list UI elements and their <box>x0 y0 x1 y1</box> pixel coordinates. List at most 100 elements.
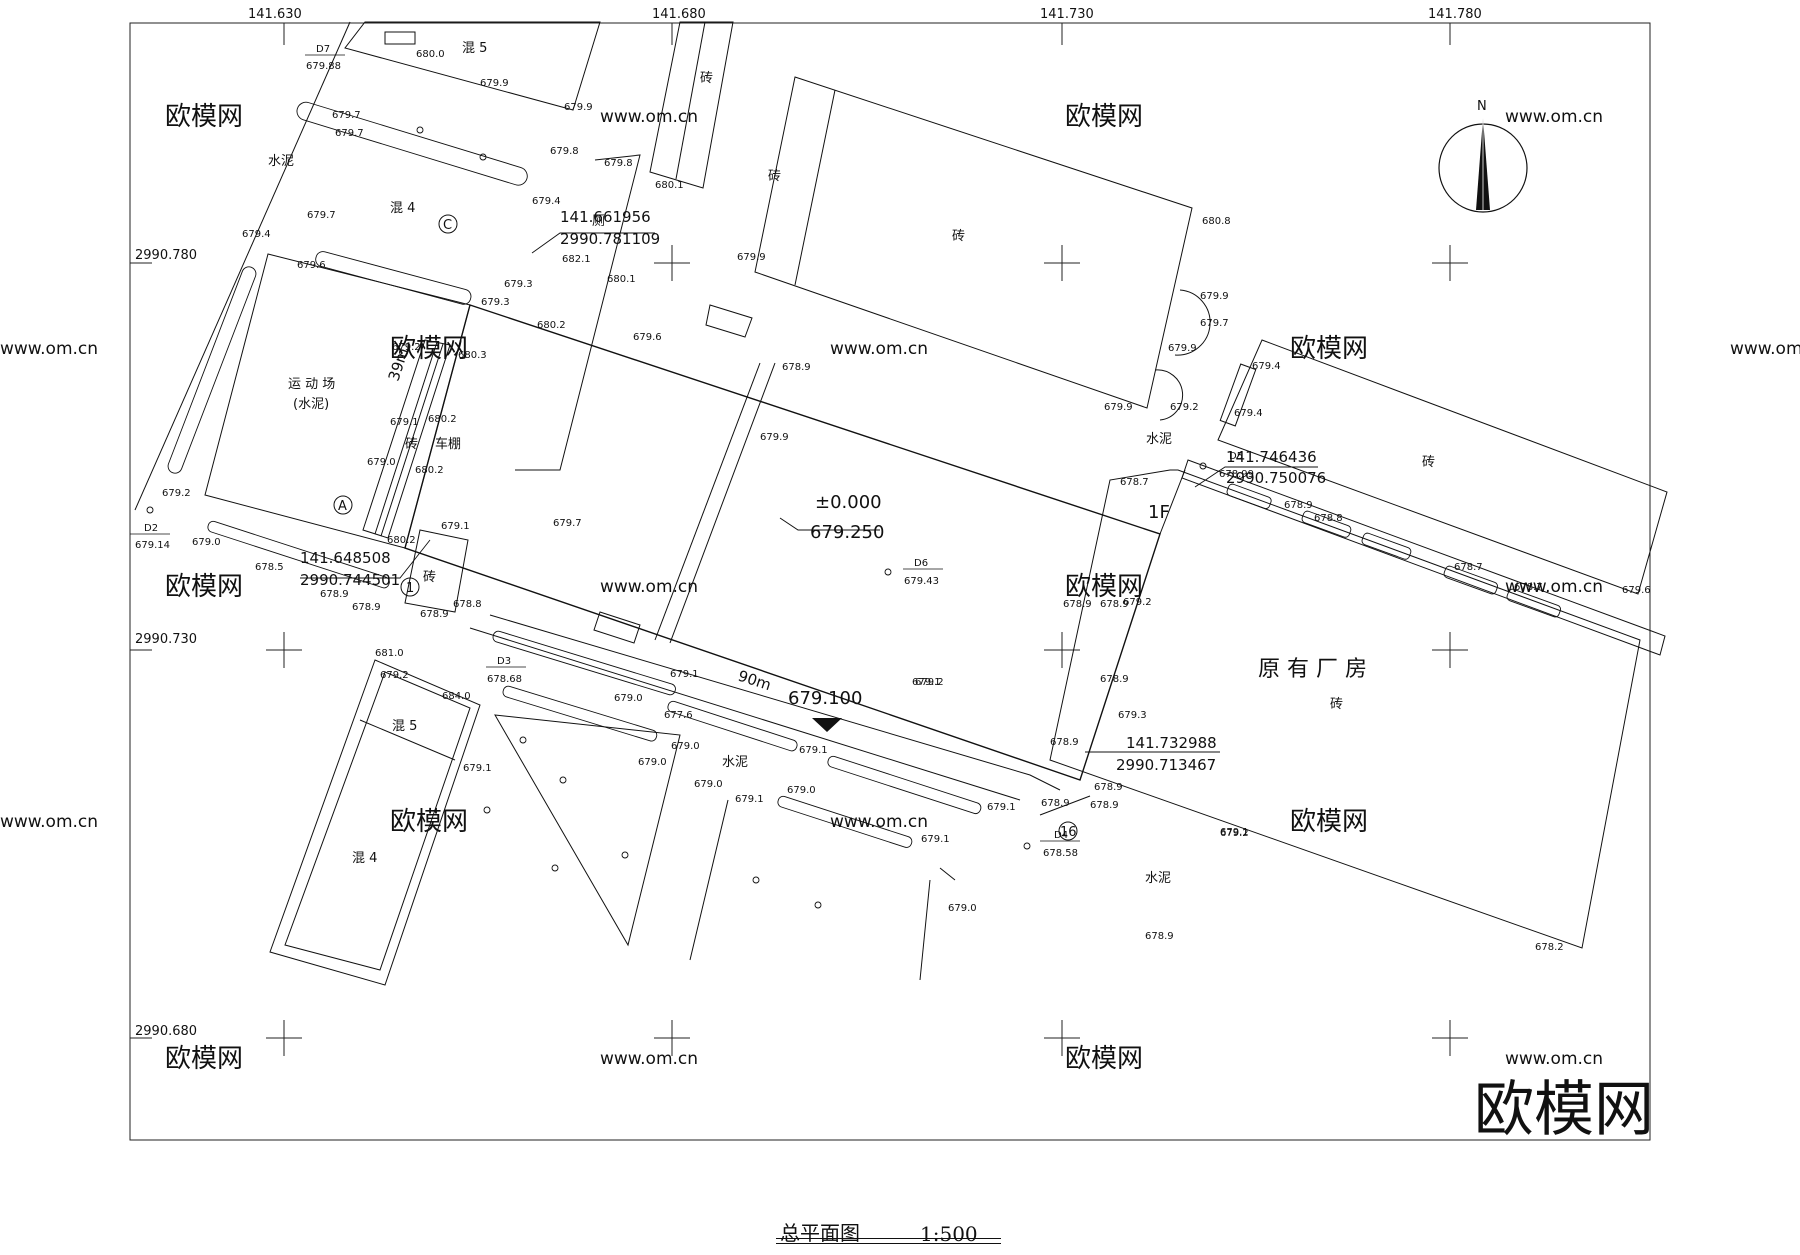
grid-ticks <box>130 23 1451 1039</box>
watermark-text: 欧模网 <box>1065 1044 1143 1074</box>
spot-elevation: 679.9 <box>480 78 509 89</box>
drawing-title-block: 总平面图 1:500 <box>780 1210 1005 1246</box>
spot-elevation: 679.7 <box>307 210 336 221</box>
label-cement-mid: 水泥 <box>1146 432 1172 447</box>
corner-coord-x: 141.746436 <box>1226 448 1317 466</box>
benchmark-elevation: 679.43 <box>904 576 939 587</box>
spot-elevation: 679.7 <box>332 110 361 121</box>
spot-elevation: 679.2 <box>162 488 191 499</box>
label-cement-bottom: 水泥 <box>1145 871 1171 886</box>
spot-elevation: 678.9 <box>320 589 349 600</box>
watermark-url: www.om.cn <box>0 339 98 359</box>
watermark-url: www.om.cn <box>830 812 928 832</box>
ground-level-marker-icon <box>812 718 842 732</box>
spot-elevation: 677.6 <box>664 710 693 721</box>
spot-elevation: 680.1 <box>607 274 636 285</box>
grid-crosses <box>266 245 1468 1056</box>
label-hun4-top: 混 4 <box>390 201 415 216</box>
grid-labels: 141.630 141.680 141.730 141.780 2990.780… <box>135 7 1482 1039</box>
watermark-text: 欧模网 <box>1065 572 1143 602</box>
spot-elevation: 679.7 <box>1200 318 1229 329</box>
spot-elevation: 679.0 <box>694 779 723 790</box>
benchmark-elevation: 679.88 <box>306 61 341 72</box>
north-arrow-label: N <box>1477 99 1487 114</box>
spot-elevation: 678.7 <box>1454 562 1483 573</box>
watermark-url: www.om.cn <box>1505 577 1603 597</box>
datum-zero-elevation: 679.250 <box>810 522 884 543</box>
watermark-text: 欧模网 <box>1290 334 1368 364</box>
datum-marker-icon <box>779 517 880 531</box>
spot-elevation: 679.1 <box>390 417 419 428</box>
label-cement-right: 水泥 <box>722 755 748 770</box>
spot-elevation: 679.9 <box>1200 291 1229 302</box>
spot-elevation: 679.2 <box>1220 828 1249 839</box>
planter-strips <box>167 101 1562 848</box>
tree-symbols <box>146 126 1207 909</box>
benchmark-name: D3 <box>497 656 511 667</box>
watermark-url: www.om.cn <box>600 107 698 127</box>
grid-x-label: 141.730 <box>1040 7 1094 22</box>
spot-elevation: 679.9 <box>737 252 766 263</box>
benchmark-elevation: 678.68 <box>487 674 522 685</box>
axis-a-label: A <box>338 499 347 514</box>
spot-elevation: 679.7 <box>553 518 582 529</box>
datum-ground-elevation: 679.100 <box>788 688 862 709</box>
axis-a-icon <box>333 495 353 515</box>
drawing-title: 总平面图 <box>780 1221 860 1245</box>
watermark-url: www.om.cn <box>1730 339 1800 359</box>
spot-elevation: 679.0 <box>367 457 396 468</box>
spot-elevation: 679.0 <box>614 693 643 704</box>
building-hun4-bottom <box>269 659 481 986</box>
grid-y-label: 2990.730 <box>135 632 197 647</box>
spot-elevation: 680.1 <box>655 180 684 191</box>
spot-elevation: 679.0 <box>192 537 221 548</box>
spot-elevation: 679.8 <box>604 158 633 169</box>
spot-elevation: 679.2 <box>1123 597 1152 608</box>
watermark-text: 欧模网 <box>165 102 243 132</box>
spot-elevation: 680.2 <box>387 535 416 546</box>
axis-1-icon <box>400 577 420 597</box>
watermark-text: 欧模网 <box>165 1044 243 1074</box>
spot-elevation: 679.4 <box>1252 361 1281 372</box>
spot-elevation: 678.9 <box>1100 674 1129 685</box>
grid-y-label: 2990.680 <box>135 1024 197 1039</box>
label-hun5-top: 混 5 <box>462 41 487 56</box>
building-hun5-top-annex <box>384 31 416 45</box>
spot-elevation: 678.9 <box>1090 800 1119 811</box>
spot-elevation: 678.9 <box>1145 931 1174 942</box>
label-brick-main: 砖 <box>952 229 965 244</box>
grid-x-label: 141.780 <box>1428 7 1482 22</box>
watermark-text: 欧模网 <box>165 572 243 602</box>
spot-elevation: 678.2 <box>1535 942 1564 953</box>
spot-elevation: 678.8 <box>1314 513 1343 524</box>
spot-elevation: 679.3 <box>481 297 510 308</box>
benchmark-points: D7 679.88 D2 679.14 D3 678.68 D6 679.43 … <box>130 44 1254 859</box>
drawing-title-underline <box>776 1238 1001 1244</box>
grid-x-label: 141.680 <box>652 7 706 22</box>
watermark-url: www.om.cn <box>600 577 698 597</box>
spot-elevations: 680.0 679.9 679.9 679.7 679.7 679.8 679.… <box>162 49 1651 953</box>
label-brick-top2: 砖 <box>768 169 781 184</box>
spot-elevation: 679.4 <box>1234 408 1263 419</box>
label-bike-shed-material: 砖 <box>405 437 418 452</box>
spot-elevation: 678.9 <box>1094 782 1123 793</box>
axis-16-icon <box>1058 821 1078 841</box>
building-existing-plant <box>1049 469 1641 949</box>
dimension-length: 90m <box>736 667 774 695</box>
spot-elevation: 679.6 <box>633 332 662 343</box>
label-existing-plant-material: 砖 <box>1330 697 1343 712</box>
benchmark-name: D2 <box>144 523 158 534</box>
grid-x-label: 141.630 <box>248 7 302 22</box>
spot-elevation: 679.6 <box>297 260 326 271</box>
corner-coordinates: 141.661956 2990.781109 141.746436 2990.7… <box>300 208 1326 774</box>
site-outlines <box>134 21 1668 986</box>
corner-coord-y: 2990.744501 <box>300 571 400 589</box>
spot-elevation: 678.5 <box>255 562 284 573</box>
building-brick-main <box>754 76 1193 409</box>
spot-elevation: 679.9 <box>564 102 593 113</box>
corner-coord-y: 2990.750076 <box>1226 469 1326 487</box>
watermark-url: www.om.cn <box>830 339 928 359</box>
corner-coord-x: 141.661956 <box>560 208 651 226</box>
watermark-text: 欧模网 <box>390 807 468 837</box>
